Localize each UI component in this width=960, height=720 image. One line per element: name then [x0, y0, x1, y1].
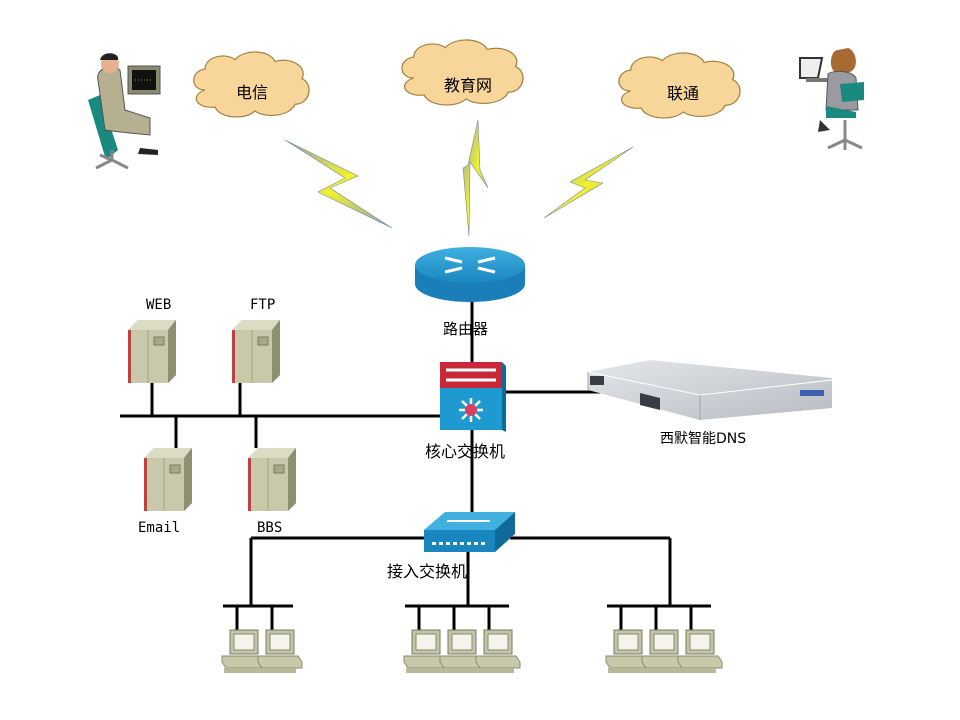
cloud-label-cernet: 教育网	[444, 76, 493, 95]
server-web-icon	[127, 319, 177, 384]
core-switch-label: 核心交换机	[425, 442, 506, 461]
pc-icon	[677, 629, 723, 674]
pc-icon	[403, 629, 449, 674]
pc-icon	[641, 629, 687, 674]
dns-appliance-icon	[587, 360, 833, 420]
server-label-email: Email	[138, 520, 181, 536]
access-switch-label: 接入交换机	[387, 562, 468, 581]
remote-user-male-icon	[88, 53, 161, 170]
dns-label: 西默智能DNS	[660, 431, 747, 447]
server-label-bbs: BBS	[257, 520, 283, 536]
cloud-label-unicom: 联通	[667, 84, 700, 103]
server-ftp-icon	[231, 319, 281, 384]
pc-icon	[605, 629, 651, 674]
network-links	[120, 300, 711, 630]
server-label-web: WEB	[146, 297, 172, 313]
pc-icon	[439, 629, 485, 674]
access-switch-icon	[424, 512, 515, 552]
router-icon	[415, 247, 525, 302]
server-bbs-icon	[247, 447, 297, 512]
lightning-bolt-icon	[284, 139, 393, 229]
pc-icon	[257, 629, 303, 674]
core-switch-icon	[440, 362, 506, 432]
client-group-2	[403, 629, 521, 674]
pc-icon	[475, 629, 521, 674]
client-group-1	[221, 629, 303, 674]
server-email-icon	[143, 447, 193, 512]
router-label: 路由器	[443, 320, 489, 338]
cloud-label-telecom: 电信	[236, 83, 269, 102]
remote-user-female-icon	[799, 48, 864, 150]
lightning-bolt-icon	[462, 119, 489, 237]
client-group-3	[605, 629, 723, 674]
lightning-bolt-icon	[543, 146, 634, 219]
server-label-ftp: FTP	[250, 297, 276, 313]
pc-icon	[221, 629, 267, 674]
